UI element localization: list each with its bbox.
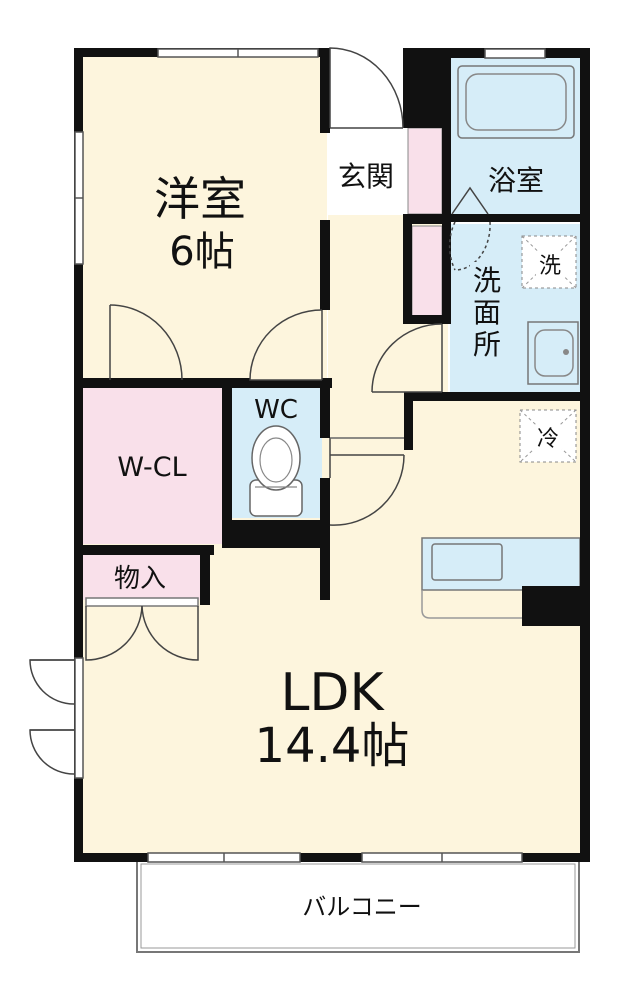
balcony-area [136, 859, 580, 953]
washroom-label-char: 所 [473, 328, 501, 361]
washer-mark: 洗 [539, 254, 561, 279]
bathroom-label: 浴室 [488, 164, 544, 197]
fridge-mark: 冷 [537, 427, 559, 452]
ldk-name: LDK [280, 663, 385, 723]
washroom-label-char: 面 [473, 296, 501, 329]
bathtub [457, 65, 575, 139]
toilet-label: WC [254, 395, 298, 425]
entrance-label: 玄関 [338, 160, 394, 193]
washroom-label: 洗面所 [470, 262, 504, 361]
washroom-label-text: 洗面所 [473, 264, 501, 361]
doors [29, 47, 491, 775]
wic-label: W-CL [117, 452, 186, 483]
storage-floor [82, 555, 200, 600]
windows [74, 48, 546, 863]
entrance-floor [330, 128, 408, 214]
kitchen-sink [431, 543, 503, 581]
toilet-fixture [249, 425, 303, 517]
storage-label: 物入 [114, 564, 166, 594]
ldk-size: 14.4帖 [255, 718, 410, 774]
balcony-label: バルコニー [302, 893, 422, 921]
washroom-shelf [411, 225, 443, 317]
kitchen-counter-edge [421, 590, 556, 619]
western-room-size: 6帖 [169, 229, 234, 275]
entrance-step [407, 127, 443, 215]
wic-floor [82, 388, 222, 544]
western-room-name: 洋室 [154, 172, 246, 226]
washroom-label-char: 洗 [473, 264, 501, 297]
